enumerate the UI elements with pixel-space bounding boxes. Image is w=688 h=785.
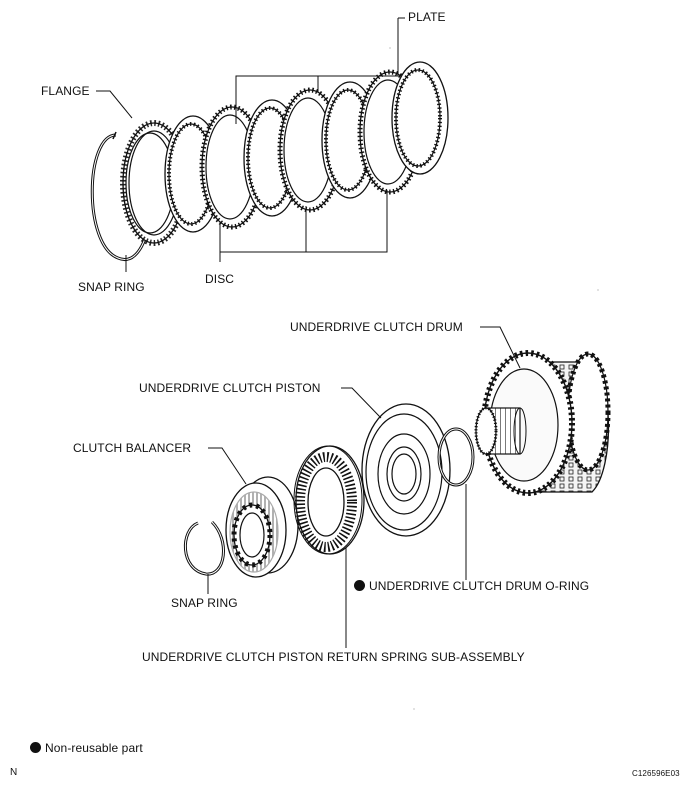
- label-disc: DISC: [205, 272, 235, 286]
- north-marker: N: [10, 767, 18, 778]
- label-underdrive-clutch-drum: UNDERDRIVE CLUTCH DRUM: [290, 320, 463, 334]
- drum-leader: [480, 326, 521, 369]
- label-drum-o-ring-text: UNDERDRIVE CLUTCH DRUM O-RING: [369, 579, 590, 593]
- legend: Non-reusable part: [30, 741, 143, 755]
- underdrive-clutch-drum-part: [474, 350, 611, 496]
- piston-leader: [341, 387, 382, 419]
- legend-non-reusable-icon: [30, 742, 41, 753]
- snap-ring-bottom-part: [184, 520, 225, 576]
- disc-leader: [219, 190, 388, 262]
- label-snap-ring-bottom: SNAP RING: [171, 596, 238, 610]
- return-spring-part: [293, 445, 365, 555]
- non-reusable-marker-icon: [354, 580, 365, 591]
- label-return-spring: UNDERDRIVE CLUTCH PISTON RETURN SPRING S…: [142, 650, 525, 664]
- legend-non-reusable-text: Non-reusable part: [45, 741, 143, 755]
- label-drum-o-ring: UNDERDRIVE CLUTCH DRUM O-RING: [354, 579, 589, 593]
- label-underdrive-clutch-piston: UNDERDRIVE CLUTCH PISTON: [139, 381, 321, 395]
- label-snap-ring-top: SNAP RING: [78, 280, 145, 294]
- balancer-leader: [208, 447, 247, 485]
- drum-o-ring-part: [437, 427, 475, 487]
- label-plate: PLATE: [408, 10, 446, 24]
- label-flange: FLANGE: [41, 84, 90, 98]
- figure-code: C126596E03: [632, 769, 680, 778]
- underdrive-clutch-piston-part: [361, 403, 451, 537]
- disc-part-4: [391, 61, 449, 175]
- plate-leader: [235, 17, 405, 124]
- label-clutch-balancer: CLUTCH BALANCER: [73, 441, 192, 455]
- flange-leader: [96, 90, 133, 119]
- clutch-balancer-part: [225, 476, 299, 578]
